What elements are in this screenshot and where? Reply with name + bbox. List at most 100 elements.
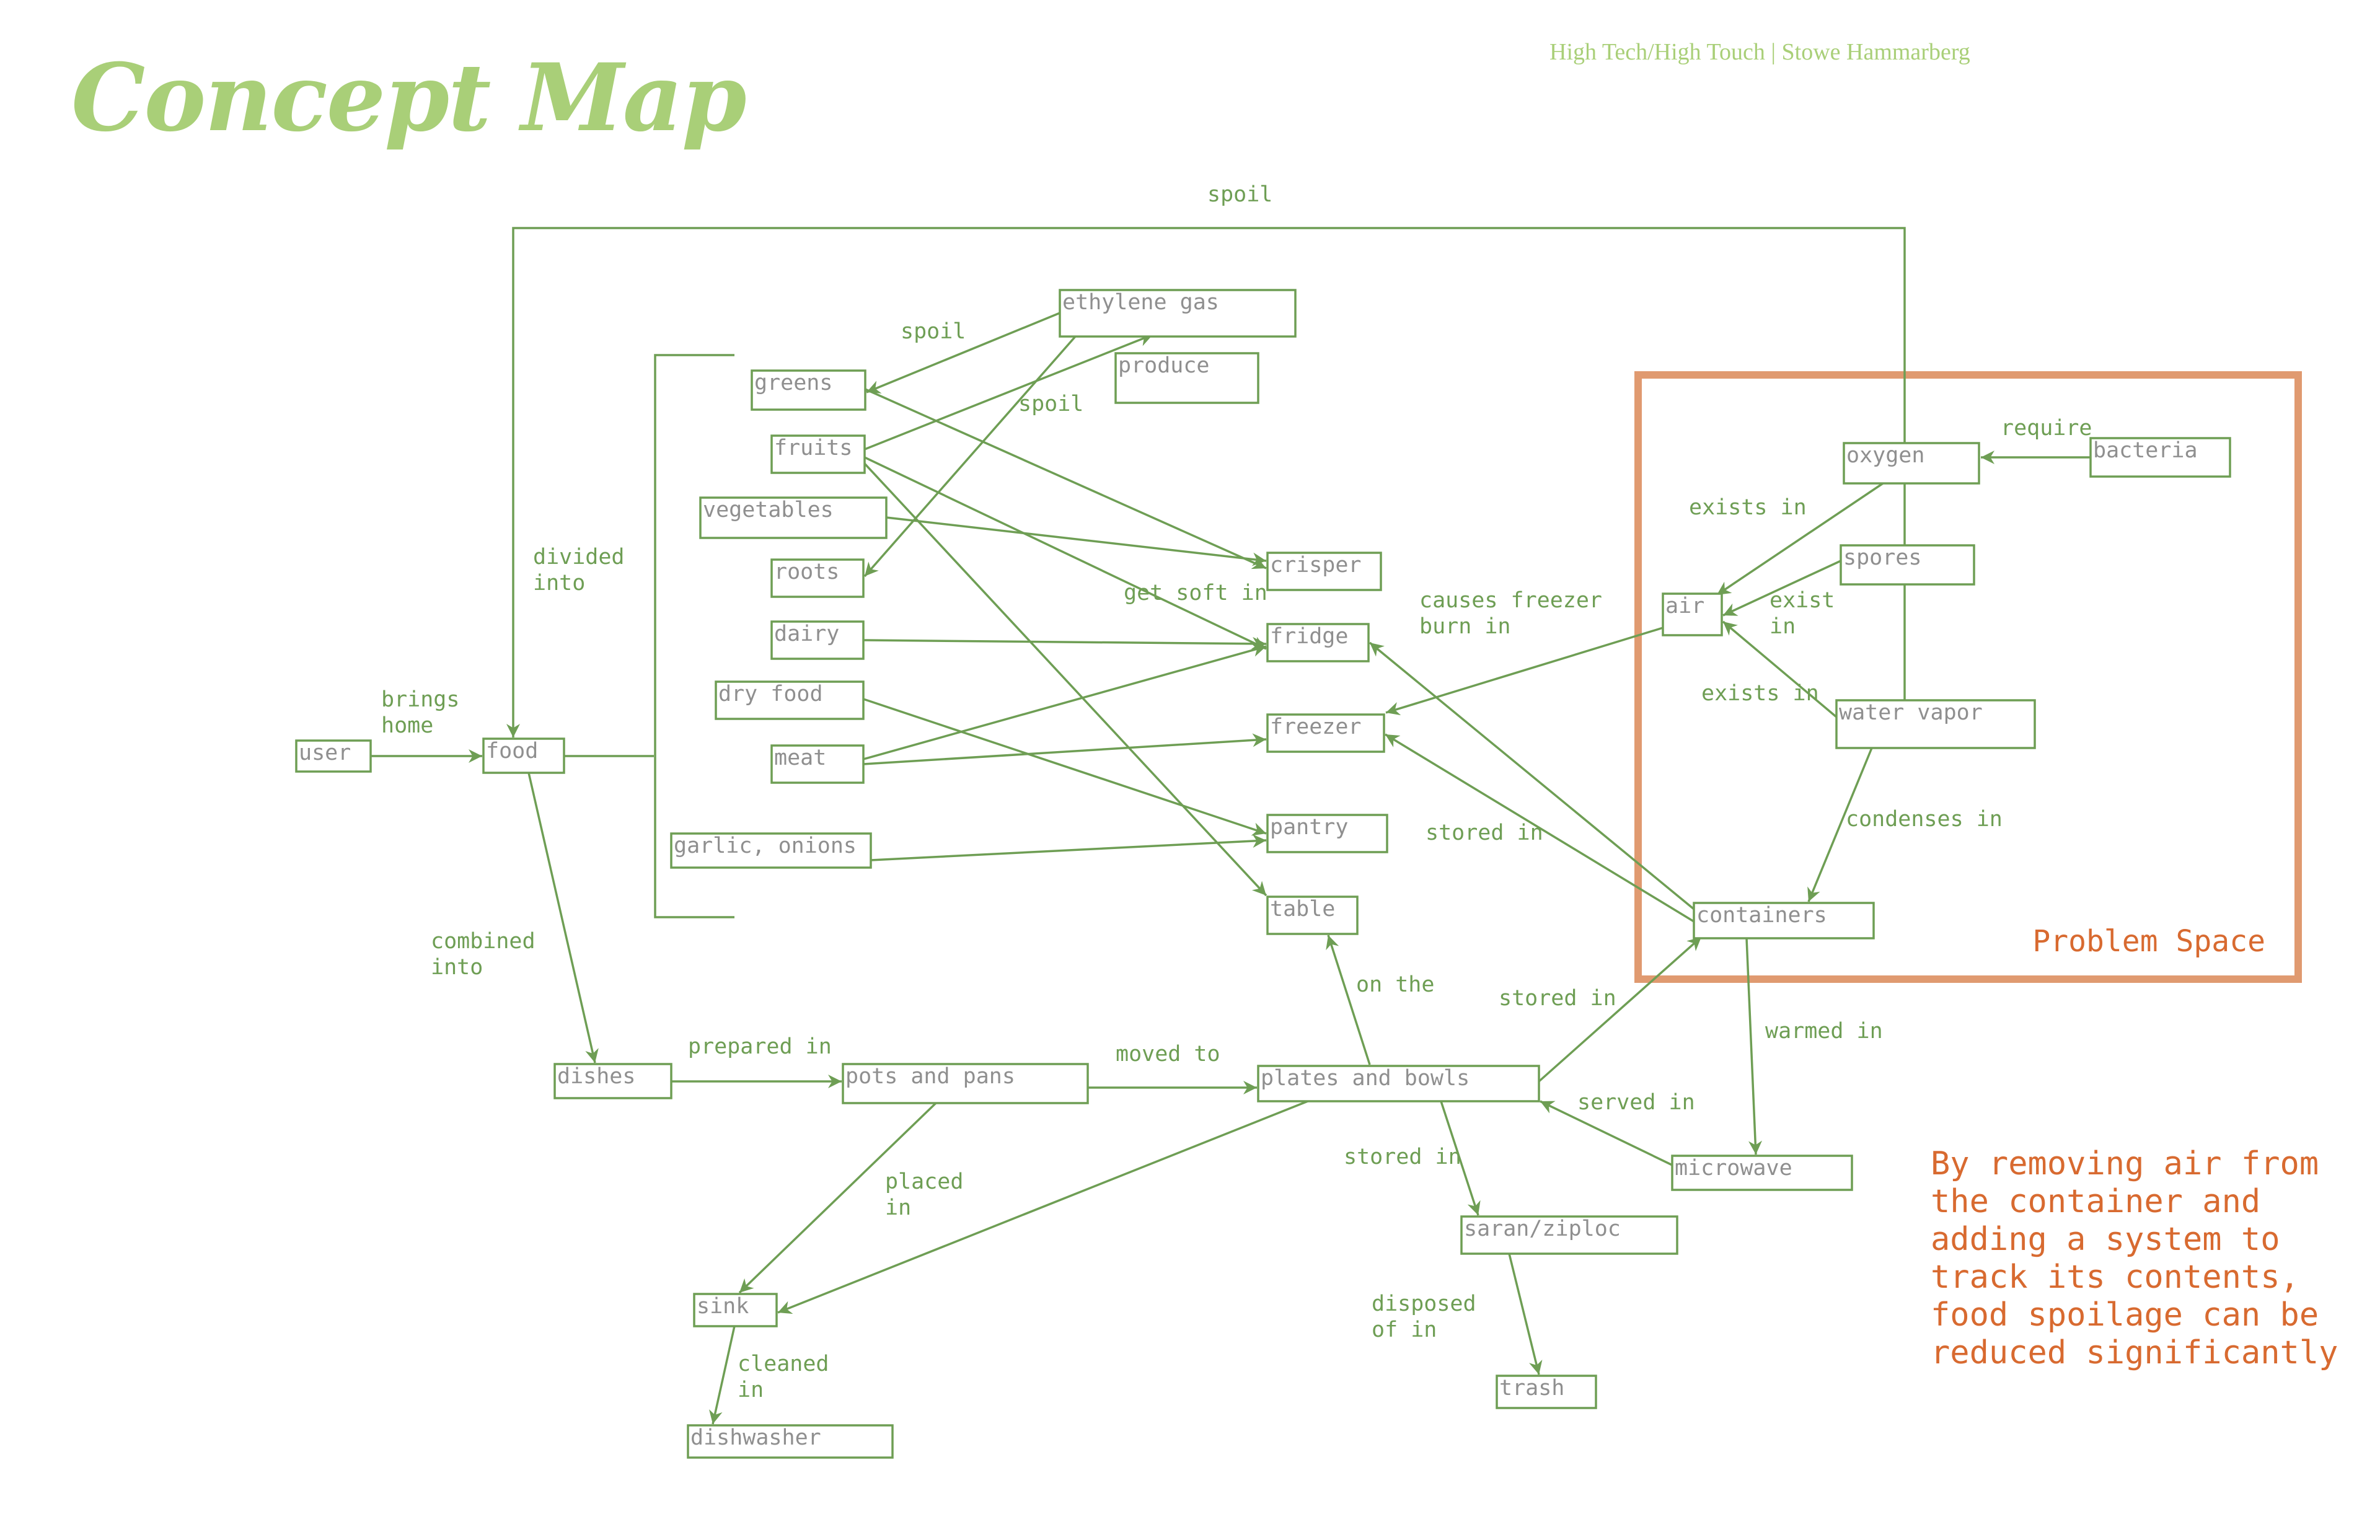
node-label: saran/ziploc xyxy=(1464,1217,1621,1241)
node-label: air xyxy=(1665,594,1704,618)
edge-plates-and-bowls-to-containers xyxy=(1538,936,1703,1083)
node-dairy: dairy xyxy=(770,620,865,660)
edge-sink-to-dishwasher xyxy=(709,1326,736,1425)
edge-pots-and-pans-to-sink xyxy=(738,1102,937,1294)
node-label: vegetables xyxy=(703,498,834,522)
edge-food-to-dishes xyxy=(527,772,599,1063)
node-label: freezer xyxy=(1270,715,1362,739)
node-label: roots xyxy=(774,560,839,584)
node-label: pots and pans xyxy=(845,1064,1015,1089)
node-greens: greens xyxy=(751,369,866,411)
node-label: trash xyxy=(1499,1376,1564,1401)
edge-label-bacteria-to-oxygen: require xyxy=(2001,416,2092,441)
edge-label-ethylene-gas-to-roots: spoil xyxy=(1018,392,1083,416)
node-label: oxygen xyxy=(1846,443,1924,468)
node-user: user xyxy=(295,739,372,773)
edge-air-to-freezer xyxy=(1385,627,1664,716)
node-saran-ziploc: saran/ziploc xyxy=(1460,1215,1678,1255)
edge-meat-to-fridge xyxy=(863,643,1267,760)
node-label: dry food xyxy=(718,682,823,706)
edge-plates-and-bowls-to-sink xyxy=(777,1100,1308,1314)
edge-label-plates-and-bowls-to-saran-ziploc: stored in xyxy=(1344,1145,1461,1169)
edge-oxygen-to-air xyxy=(1716,482,1884,596)
edge-spores-to-air xyxy=(1722,560,1841,617)
node-air: air xyxy=(1662,592,1723,636)
node-pots-and-pans: pots and pans xyxy=(842,1063,1089,1104)
edge-water-vapor-to-containers xyxy=(1807,747,1873,902)
edge-plates-and-bowls-to-saran-ziploc xyxy=(1440,1101,1481,1216)
problem-space-label: Problem Space xyxy=(2032,924,2265,959)
node-label: table xyxy=(1270,897,1335,922)
edge-label-pots-and-pans-to-plates-and-bowls: moved to xyxy=(1116,1042,1220,1067)
node-table: table xyxy=(1266,895,1359,935)
node-dishes: dishes xyxy=(553,1063,672,1099)
node-food: food xyxy=(482,737,565,774)
node-label: user xyxy=(299,741,351,765)
edge-label-water-vapor-to-containers: condenses in xyxy=(1846,807,2003,832)
node-label: produce xyxy=(1118,353,1210,378)
edge-saran-ziploc-to-trash xyxy=(1508,1253,1543,1375)
node-ethylene-gas: ethylene gas xyxy=(1059,289,1297,338)
edge-label-water-vapor-to-air: exists in xyxy=(1701,681,1819,706)
node-oxygen: oxygen xyxy=(1843,442,1980,485)
node-meat: meat xyxy=(770,744,865,784)
edge-fruits-to-fridge xyxy=(864,456,1267,650)
edge-water-vapor-to-air xyxy=(1722,620,1838,718)
node-label: greens xyxy=(754,371,832,395)
edge-vegetables-to-crisper xyxy=(886,516,1267,566)
edge-label-ethylene-gas-to-greens: spoil xyxy=(901,319,966,344)
node-sink: sink xyxy=(693,1293,778,1327)
edge-fruits-to-table xyxy=(863,462,1267,897)
edge-label-dishes-to-pots-and-pans: prepared in xyxy=(688,1034,832,1059)
edge-label-fruits-to-fridge: get soft in xyxy=(1124,581,1267,605)
node-label: spores xyxy=(1843,545,1921,570)
node-garlic-onions: garlic, onions xyxy=(670,832,872,869)
edge-microwave-to-plates-and-bowls xyxy=(1540,1100,1673,1166)
node-microwave: microwave xyxy=(1671,1155,1853,1191)
edge-label-containers-to-microwave: warmed in xyxy=(1765,1019,1883,1044)
node-label: dishes xyxy=(557,1064,635,1089)
node-dishwasher: dishwasher xyxy=(687,1424,894,1459)
page-credit: High Tech/High Touch | Stowe Hammarberg xyxy=(1549,39,1970,65)
edge-label-microwave-to-plates-and-bowls: served in xyxy=(1577,1090,1695,1115)
edge-fruits-to-ethylene-gas xyxy=(864,333,1153,451)
node-bacteria: bacteria xyxy=(2089,437,2231,478)
node-label: ethylene gas xyxy=(1062,290,1219,315)
edge-label-oxygen-to-air: exists in xyxy=(1689,495,1807,520)
edge-meat-to-freezer xyxy=(863,733,1267,765)
edge-garlic-onions-to-pantry xyxy=(870,834,1267,861)
page-title: Concept Map xyxy=(71,43,747,152)
edge-ethylene-gas-to-roots xyxy=(863,335,1077,578)
node-label: plates and bowls xyxy=(1261,1066,1470,1091)
edge-containers-to-microwave xyxy=(1745,938,1763,1155)
edge-label-containers-to-freezer: stored in xyxy=(1426,821,1543,845)
node-pantry: pantry xyxy=(1266,814,1388,853)
node-label: meat xyxy=(774,746,826,770)
edge-containers-to-fridge xyxy=(1368,641,1695,910)
node-produce: produce xyxy=(1114,352,1259,404)
edges xyxy=(371,227,2091,1425)
node-fridge: fridge xyxy=(1266,623,1370,662)
edge-label-water-vapor-to-food: spoil xyxy=(1207,182,1272,207)
nodes: user food greens fruits vegetables roots dairy… xyxy=(295,289,2231,1459)
node-label: dishwasher xyxy=(690,1425,821,1450)
node-label: microwave xyxy=(1675,1156,1792,1181)
node-water-vapor: water vapor xyxy=(1835,699,2036,749)
edge-dry-food-to-pantry xyxy=(863,698,1267,836)
node-label: bacteria xyxy=(2093,438,2198,463)
node-crisper: crisper xyxy=(1266,552,1382,591)
node-fruits: fruits xyxy=(770,434,866,474)
edge-containers-to-freezer xyxy=(1385,733,1695,923)
food-group-bracket xyxy=(654,354,734,918)
node-plates-and-bowls: plates and bowls xyxy=(1257,1065,1540,1102)
